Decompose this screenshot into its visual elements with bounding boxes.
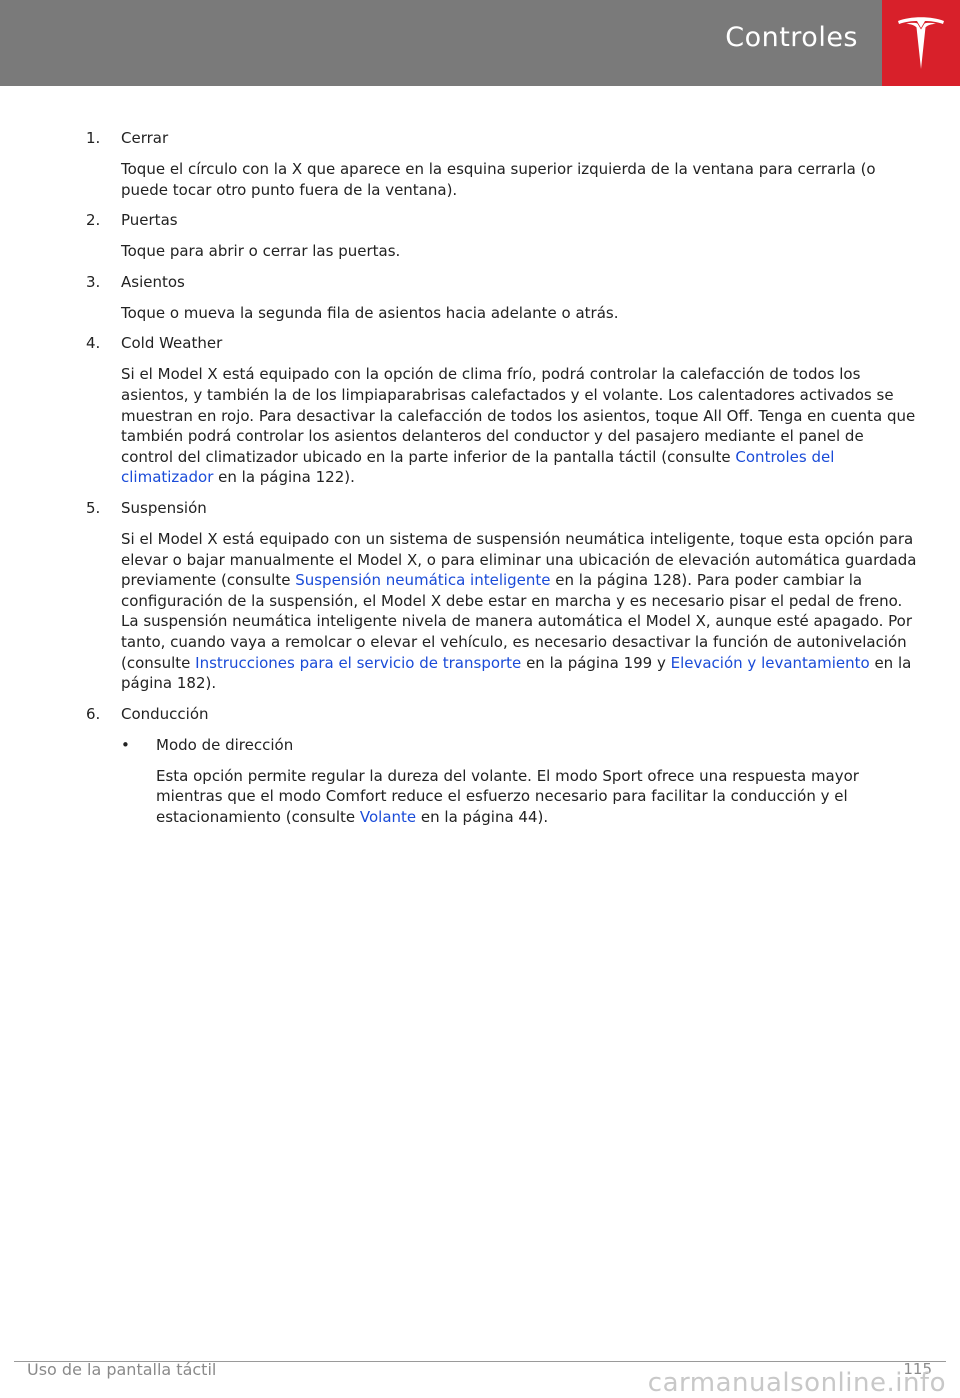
text-segment: en la página 199 y: [521, 653, 671, 672]
item-number: 1.: [86, 129, 101, 147]
item-text: Esta opción permite regular la dureza de…: [156, 766, 918, 828]
sub-item-body: Esta opción permite regular la dureza de…: [86, 766, 918, 828]
tesla-logo-icon: [898, 17, 944, 70]
footer-section: Uso de la pantalla táctil: [27, 1360, 217, 1379]
item-title: Suspensión: [121, 498, 207, 517]
link-steering-wheel[interactable]: Volante: [359, 807, 417, 826]
item-body: Toque o mueva la segunda fila de asiento…: [86, 303, 918, 324]
item-number: 3.: [86, 272, 101, 291]
list-item: 5. Suspensión Si el Model X está equipad…: [86, 498, 918, 694]
item-body: Si el Model X está equipado con la opció…: [86, 364, 918, 488]
text-segment: Si el Model X está equipado con la opció…: [121, 365, 916, 466]
sub-item-title: Modo de dirección: [156, 735, 294, 754]
list-item: 6. Conducción • Modo de dirección Esta o…: [86, 704, 918, 828]
item-body: Si el Model X está equipado con un siste…: [86, 529, 918, 694]
item-number: 4.: [86, 334, 101, 353]
text-segment: en la página 128). Para poder cambiar la…: [121, 571, 912, 672]
page-title: Controles: [725, 22, 858, 53]
list-item: 4. Cold Weather Si el Model X está equip…: [86, 333, 918, 488]
page-header: Controles: [0, 0, 960, 86]
link-climate-controls[interactable]: Controles del climatizador: [121, 447, 835, 487]
item-heading: 3. Asientos: [86, 272, 918, 292]
text-segment: en la página 182).: [121, 653, 912, 693]
list-item: 2. Puertas Toque para abrir o cerrar las…: [86, 210, 918, 262]
watermark: carmanualsonline.info: [647, 1368, 946, 1398]
sub-item-heading: • Modo de dirección: [86, 735, 918, 755]
item-heading: 2. Puertas: [86, 210, 918, 230]
item-body: Toque el círculo con la X que aparece en…: [86, 159, 918, 200]
text-segment: en la página 122).: [213, 468, 355, 487]
link-jacking-lifting[interactable]: Elevación y levantamiento: [670, 653, 870, 672]
item-number: 5.: [86, 498, 101, 517]
item-title: Asientos: [121, 272, 185, 291]
item-title: Cold Weather: [121, 334, 223, 353]
item-heading: 4. Cold Weather: [86, 333, 918, 353]
link-transport-instructions[interactable]: Instrucciones para el servicio de transp…: [195, 653, 522, 672]
item-text: Toque el círculo con la X que aparece en…: [121, 160, 876, 199]
item-heading: 5. Suspensión: [86, 498, 918, 518]
footer-divider: [14, 1361, 946, 1362]
text-segment: Esta opción permite regular la dureza de…: [156, 766, 859, 826]
item-number: 2.: [86, 211, 101, 230]
list-item: 3. Asientos Toque o mueva la segunda fil…: [86, 272, 918, 324]
item-heading: 1. Cerrar: [86, 128, 918, 148]
item-number: 6.: [86, 704, 101, 723]
item-title: Conducción: [121, 704, 209, 723]
item-title: Puertas: [121, 211, 178, 230]
content: 1. Cerrar Toque el círculo con la X que …: [86, 128, 918, 827]
item-text: Toque para abrir o cerrar las puertas.: [121, 242, 401, 261]
item-text: Toque o mueva la segunda fila de asiento…: [121, 303, 619, 322]
text-segment: en la página 44).: [416, 807, 549, 826]
page-number: 115: [903, 1360, 932, 1378]
item-text: Si el Model X está equipado con un siste…: [121, 529, 918, 694]
text-segment: Si el Model X está equipado con un siste…: [121, 529, 917, 590]
item-heading: 6. Conducción: [86, 704, 918, 724]
item-text: Si el Model X está equipado con la opció…: [121, 364, 918, 488]
item-title: Cerrar: [121, 129, 169, 147]
link-air-suspension[interactable]: Suspensión neumática inteligente: [295, 571, 551, 590]
logo-box: [882, 0, 960, 86]
bullet: •: [121, 735, 130, 754]
list-item: 1. Cerrar Toque el círculo con la X que …: [86, 128, 918, 200]
item-body: Toque para abrir o cerrar las puertas.: [86, 241, 918, 262]
